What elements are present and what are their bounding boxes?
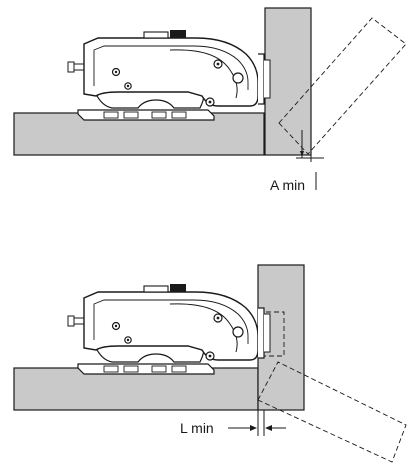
top-dim-arrow [300, 151, 304, 157]
top-door-open-outline [278, 17, 407, 155]
bottom-door-open-outline [257, 361, 407, 463]
bottom-hinge [67, 283, 271, 375]
a-min-label: A min [270, 177, 305, 193]
bottom-cup-outline [258, 311, 285, 357]
bottom-dim-arrow-left [250, 425, 257, 431]
bottom-dim-arrow-right [265, 425, 272, 431]
l-min-label: L min [180, 420, 214, 436]
bottom-diagram: L min [13, 264, 407, 463]
top-door-panel [264, 7, 312, 156]
top-diagram: A min [13, 7, 407, 193]
top-hinge [67, 29, 271, 121]
